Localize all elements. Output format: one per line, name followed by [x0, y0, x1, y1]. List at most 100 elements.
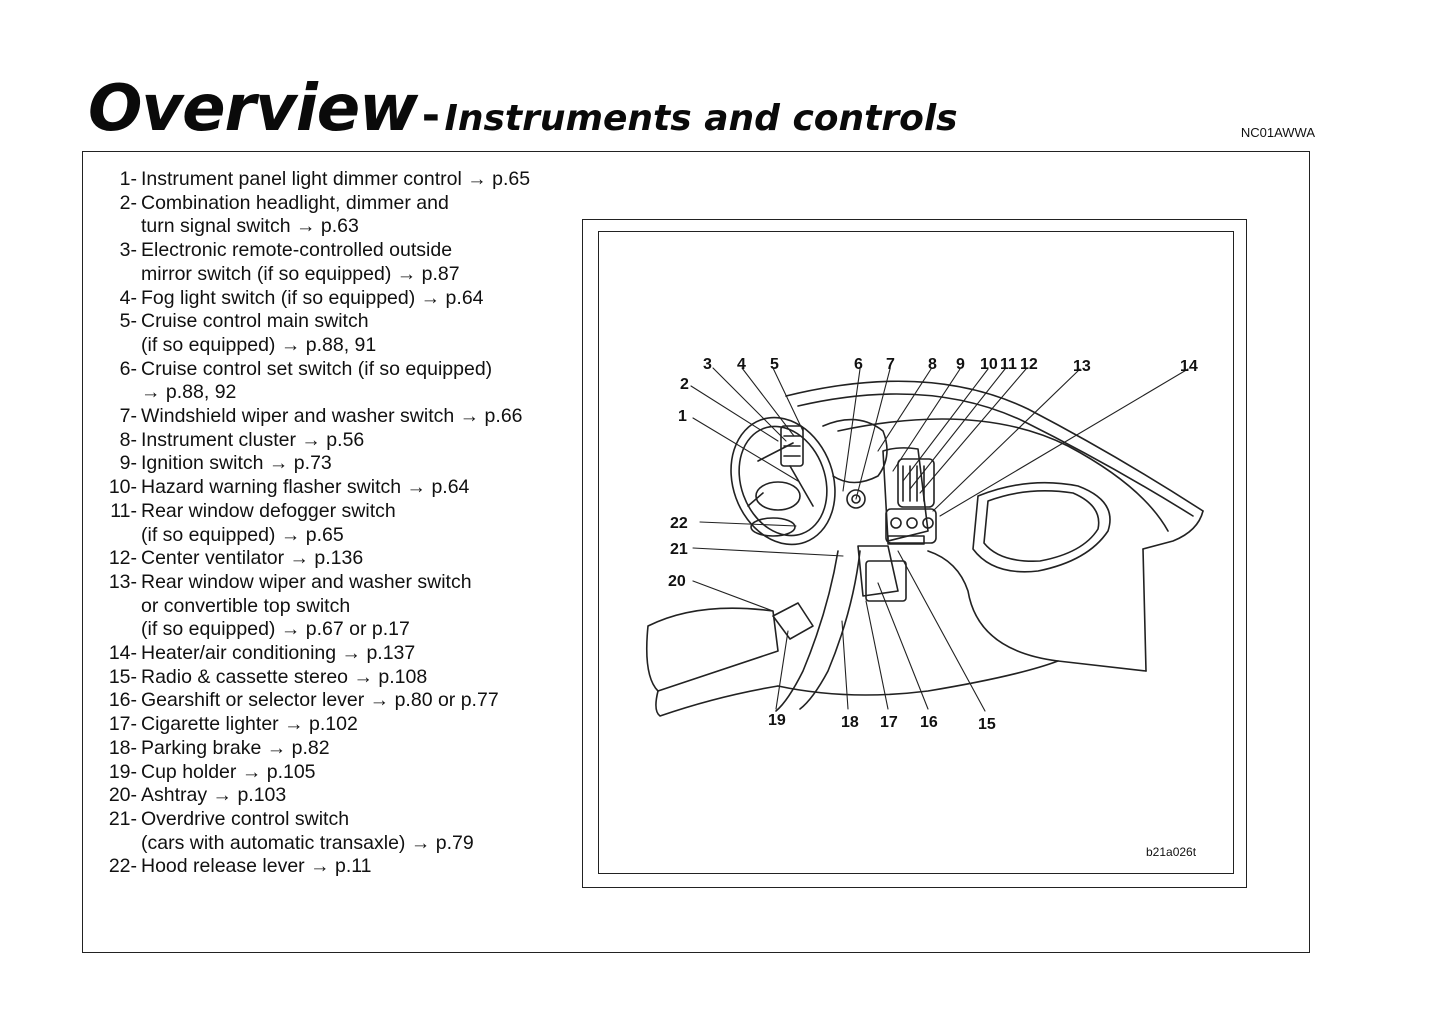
list-item-line: Parking brake → p.82: [141, 736, 330, 759]
list-item-line: (if so equipped) → p.67 or p.17: [141, 618, 410, 641]
list-item-line: Rear window defogger switch: [141, 499, 396, 522]
list-item-line: Windshield wiper and washer switch → p.6…: [141, 405, 523, 428]
leader-lines: [690, 367, 1189, 712]
controls-list: 1-Instrument panel light dimmer control …: [95, 168, 565, 879]
figure-code: b21a026t: [1146, 845, 1197, 859]
list-item: 19-Cup holder → p.105: [95, 761, 565, 785]
list-item-text: Center ventilator → p.136: [137, 547, 565, 571]
callout-number: 16: [920, 714, 938, 731]
list-item-text: Instrument panel light dimmer control → …: [137, 168, 565, 192]
radio-unit: [885, 508, 937, 544]
callout-number: 19: [768, 712, 786, 729]
list-item: 5-Cruise control main switch(if so equip…: [95, 310, 565, 357]
title-subtitle: Instruments and controls: [444, 98, 958, 139]
list-item-number: 12-: [108, 547, 137, 570]
list-item-line: Combination headlight, dimmer and: [141, 191, 449, 214]
callout-number: 8: [928, 356, 937, 373]
list-item-text: Fog light switch (if so equipped) → p.64: [137, 287, 565, 311]
list-item-number: 18-: [108, 736, 137, 759]
dash-top: [837, 418, 1169, 532]
list-item-text: Rear window defogger switch(if so equipp…: [137, 500, 565, 547]
list-item: 9-Ignition switch → p.73: [95, 452, 565, 476]
list-item-line: or convertible top switch: [141, 594, 351, 617]
title-main: Overview: [88, 72, 418, 146]
callout-number: 5: [770, 356, 779, 373]
list-item: 15-Radio & cassette stereo → p.108: [95, 666, 565, 690]
callout-number: 17: [880, 714, 898, 731]
list-item-line: Fog light switch (if so equipped) → p.64: [141, 286, 484, 309]
list-item-line: Ignition switch → p.73: [141, 452, 332, 475]
console-left-edge: [775, 550, 839, 712]
list-item-number: 7-: [119, 405, 137, 428]
list-item: 10-Hazard warning flasher switch → p.64: [95, 476, 565, 500]
list-item-line: Instrument cluster → p.56: [141, 428, 365, 451]
list-item-text: Cup holder → p.105: [137, 761, 565, 785]
callout-number: 3: [703, 356, 712, 373]
radio-knob-mid: [906, 517, 918, 529]
callout-number: 4: [737, 356, 746, 373]
callout-number: 20: [668, 573, 686, 590]
list-item-number: 15-: [108, 665, 137, 688]
seat-cushion: [645, 607, 779, 692]
list-item-text: Overdrive control switch(cars with autom…: [137, 808, 565, 855]
page-frame: [82, 151, 1310, 953]
callout-number: 21: [670, 541, 688, 558]
callout-number: 22: [670, 515, 688, 532]
list-item-text: Ashtray → p.103: [137, 784, 565, 808]
list-item-line: Ashtray → p.103: [141, 784, 287, 807]
steering-hub: [755, 481, 801, 511]
title-dash: -: [421, 90, 440, 141]
glovebox-panel: [972, 481, 1111, 573]
a-pillar-right: [1142, 510, 1204, 550]
list-item-text: Hazard warning flasher switch → p.64: [137, 476, 565, 500]
list-item-number: 6-: [119, 357, 137, 380]
list-item-number: 20-: [108, 784, 137, 807]
column-switch-block: [780, 425, 804, 467]
list-item-text: Parking brake → p.82: [137, 737, 565, 761]
steering-column: [750, 517, 796, 537]
figure-inner-border: [598, 231, 1234, 874]
list-item-number: 5-: [119, 310, 137, 333]
ignition-switch: [846, 489, 866, 509]
list-item-line: Heater/air conditioning → p.137: [141, 642, 416, 665]
list-item: 16-Gearshift or selector lever → p.80 or…: [95, 689, 565, 713]
steering-wheel-rim: [730, 416, 836, 546]
list-item: 14-Heater/air conditioning → p.137: [95, 642, 565, 666]
list-item-number: 10-: [108, 476, 137, 499]
callout-number: 15: [978, 716, 996, 733]
list-item-line: Gearshift or selector lever → p.80 or p.…: [141, 689, 499, 712]
steering-wheel-rim-inner: [738, 425, 828, 537]
list-item: 21-Overdrive control switch(cars with au…: [95, 808, 565, 855]
document-code: NC01AWWA: [1240, 125, 1315, 140]
callout-number: 14: [1180, 358, 1198, 375]
list-item: 1-Instrument panel light dimmer control …: [95, 168, 565, 192]
callout-number: 7: [886, 356, 895, 373]
list-item-text: Cigarette lighter → p.102: [137, 713, 565, 737]
list-item-number: 22-: [108, 855, 137, 878]
list-item-number: 8-: [119, 428, 137, 451]
list-item: 20-Ashtray → p.103: [95, 784, 565, 808]
callout-number: 13: [1073, 358, 1091, 375]
list-item-line: Cruise control main switch: [141, 310, 369, 333]
windshield-inner-line: [797, 393, 1194, 517]
list-item: 11-Rear window defogger switch(if so equ…: [95, 500, 565, 547]
seat-bottom: [655, 685, 779, 717]
list-item-line: mirror switch (if so equipped) → p.87: [141, 262, 460, 285]
list-item-number: 2-: [119, 191, 137, 214]
list-item-line: Cup holder → p.105: [141, 760, 316, 783]
cassette-slot: [887, 535, 925, 545]
dashboard-drawing: [645, 367, 1204, 717]
radio-knob-right: [922, 517, 934, 529]
list-item-number: 19-: [108, 760, 137, 783]
list-item-text: Instrument cluster → p.56: [137, 429, 565, 453]
list-item-line: Overdrive control switch: [141, 807, 350, 830]
list-item: 4-Fog light switch (if so equipped) → p.…: [95, 287, 565, 311]
list-item-text: Ignition switch → p.73: [137, 452, 565, 476]
list-item-line: Rear window wiper and washer switch: [141, 570, 472, 593]
list-item: 6-Cruise control set switch (if so equip…: [95, 358, 565, 405]
list-item-line: (cars with automatic transaxle) → p.79: [141, 831, 474, 854]
